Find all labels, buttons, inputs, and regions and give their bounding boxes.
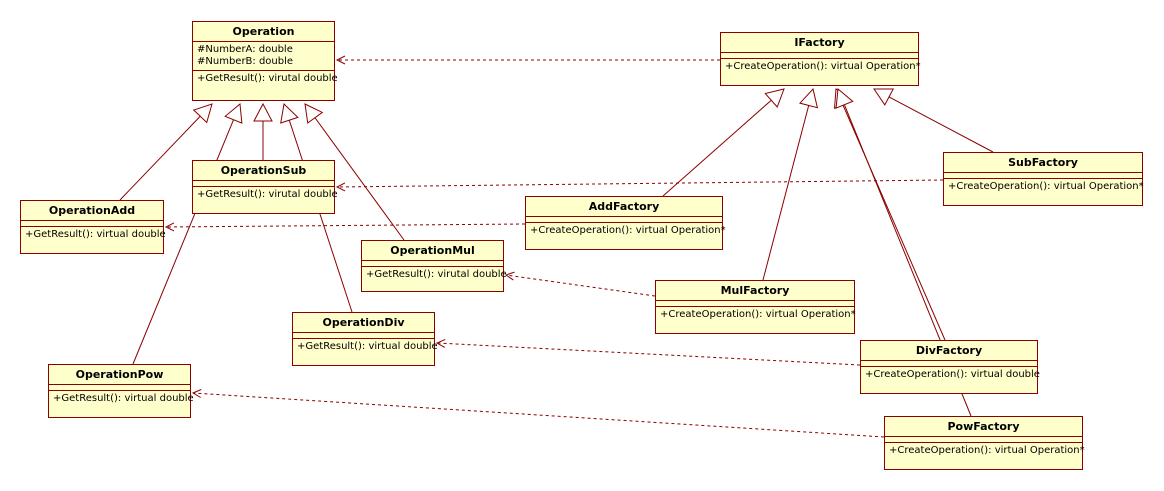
generalization-arrowhead xyxy=(253,102,273,122)
class-divfactory[interactable]: DivFactory +CreateOperation(): virtual d… xyxy=(860,340,1040,394)
generalization-arrowhead xyxy=(873,88,895,106)
dependency-arrowhead xyxy=(435,338,446,348)
method: +CreateOperation(): virtual Operation* xyxy=(889,445,1085,456)
dependency-line xyxy=(165,223,526,228)
attributes-section xyxy=(362,260,503,266)
generalization-line xyxy=(888,96,994,153)
generalization-arrowhead xyxy=(835,88,854,109)
attributes-section xyxy=(293,332,434,338)
class-operationmul[interactable]: OperationMul +GetResult(): virutal doubl… xyxy=(361,240,507,292)
method: +GetResult(): virtual double xyxy=(25,229,166,240)
dependency-arrowhead xyxy=(335,182,346,192)
dependency-arrowhead xyxy=(335,55,346,65)
method: +CreateOperation(): virtual Operation* xyxy=(530,225,726,236)
attribute: #NumberB: double xyxy=(197,56,294,67)
method: +GetResult(): virutal double xyxy=(197,189,338,200)
generalization-line xyxy=(662,99,772,197)
class-name: OperationDiv xyxy=(322,316,405,329)
generalization-arrowhead xyxy=(764,88,785,108)
methods-section: +GetResult(): virutal double xyxy=(193,70,338,87)
methods-section: +CreateOperation(): virtual Operation* xyxy=(944,178,1144,195)
class-name: OperationSub xyxy=(220,164,307,177)
methods-section: +GetResult(): virtual double xyxy=(49,390,194,407)
generalization-arrowhead xyxy=(224,103,243,124)
class-addfactory[interactable]: AddFactory +CreateOperation(): virtual O… xyxy=(525,196,726,250)
dependency-line xyxy=(436,342,861,366)
attributes-section: #NumberA: double #NumberB: double xyxy=(193,41,334,70)
class-mulfactory[interactable]: MulFactory +CreateOperation(): virtual O… xyxy=(655,280,856,334)
generalization-line xyxy=(842,104,946,341)
class-name: Operation xyxy=(232,25,295,38)
generalization-line xyxy=(288,120,353,313)
methods-section: +CreateOperation(): virtual Operation* xyxy=(526,222,726,239)
class-name: DivFactory xyxy=(915,344,983,357)
methods-section: +GetResult(): virutal double xyxy=(362,266,507,283)
generalization-line xyxy=(314,117,405,241)
attribute: #NumberA: double xyxy=(197,44,293,55)
class-operationsub[interactable]: OperationSub +GetResult(): virutal doubl… xyxy=(192,160,338,214)
attributes-section xyxy=(885,436,1082,442)
class-name: MulFactory xyxy=(720,284,790,297)
generalization-arrowhead xyxy=(799,87,819,109)
dependency-arrowhead xyxy=(164,222,175,232)
method: +CreateOperation(): virtual double xyxy=(865,369,1040,380)
methods-section: +GetResult(): virutal double xyxy=(193,186,338,203)
class-name: SubFactory xyxy=(1008,156,1078,169)
method: +GetResult(): virutal double xyxy=(197,73,338,84)
method: +GetResult(): virtual double xyxy=(53,393,194,404)
class-name: AddFactory xyxy=(588,200,660,213)
class-name: PowFactory xyxy=(947,420,1020,433)
method: +CreateOperation(): virtual Operation* xyxy=(948,181,1144,192)
class-ifactory[interactable]: IFactory +CreateOperation(): virtual Ope… xyxy=(720,32,921,86)
attributes-section xyxy=(526,216,722,222)
methods-section: +CreateOperation(): virtual Operation* xyxy=(656,306,856,323)
attributes-section xyxy=(193,180,334,186)
dependency-arrowhead xyxy=(504,271,515,281)
class-operationadd[interactable]: OperationAdd +GetResult(): virtual doubl… xyxy=(20,200,166,254)
method: +CreateOperation(): virtual Operation* xyxy=(660,309,856,320)
class-operationpow[interactable]: OperationPow +GetResult(): virtual doubl… xyxy=(48,364,194,418)
attributes-section xyxy=(944,172,1142,178)
attributes-section xyxy=(721,52,918,58)
methods-section: +CreateOperation(): virtual Operation* xyxy=(885,442,1085,459)
dependency-line xyxy=(192,392,885,438)
class-name: OperationAdd xyxy=(48,204,136,217)
method: +GetResult(): virutal double xyxy=(366,269,507,280)
method: +CreateOperation(): virtual Operation* xyxy=(725,61,921,72)
generalization-line xyxy=(762,105,810,281)
class-operation[interactable]: Operation #NumberA: double #NumberB: dou… xyxy=(192,21,338,101)
methods-section: +GetResult(): virtual double xyxy=(21,226,166,243)
generalization-line xyxy=(119,115,201,201)
class-powfactory[interactable]: PowFactory +CreateOperation(): virtual O… xyxy=(884,416,1085,470)
class-operationdiv[interactable]: OperationDiv +GetResult(): virtual doubl… xyxy=(292,312,438,366)
generalization-arrowhead xyxy=(192,103,213,124)
attributes-section xyxy=(49,384,190,390)
attributes-section xyxy=(656,300,854,306)
class-name: OperationPow xyxy=(75,368,164,381)
generalization-arrowhead xyxy=(304,103,324,124)
attributes-section xyxy=(861,360,1037,366)
method: +GetResult(): virtual double xyxy=(297,341,438,352)
dependency-arrowhead xyxy=(191,389,202,398)
methods-section: +CreateOperation(): virtual Operation* xyxy=(721,58,921,75)
methods-section: +CreateOperation(): virtual double xyxy=(861,366,1040,383)
generalization-arrowhead xyxy=(280,102,299,124)
dependency-line xyxy=(505,274,656,297)
class-name: IFactory xyxy=(794,36,845,49)
dependency-line xyxy=(336,179,944,188)
class-subfactory[interactable]: SubFactory +CreateOperation(): virtual O… xyxy=(943,152,1144,206)
class-name: OperationMul xyxy=(390,244,475,257)
methods-section: +GetResult(): virtual double xyxy=(293,338,438,355)
attributes-section xyxy=(21,220,163,226)
